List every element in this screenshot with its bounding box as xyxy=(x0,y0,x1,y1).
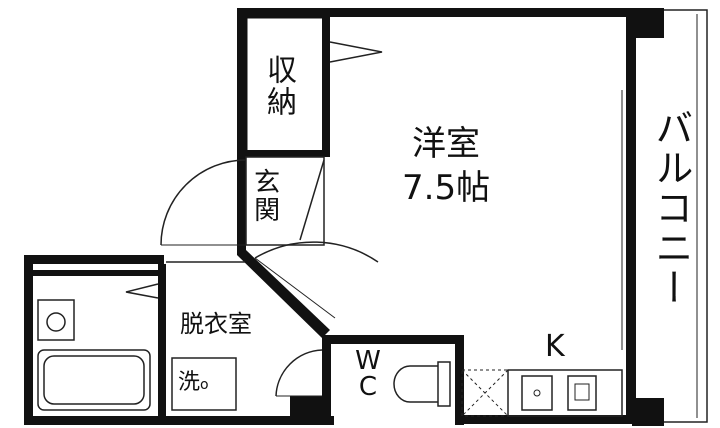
bath-wall-left xyxy=(24,255,33,425)
main-room-size: 7.5帖 xyxy=(402,168,491,209)
storage-label: 収納 xyxy=(261,54,296,118)
storage-wall-bottom xyxy=(246,150,330,157)
kitchen-counter xyxy=(507,369,623,417)
wc-wall-top xyxy=(322,335,458,344)
sink-bowl xyxy=(46,312,66,332)
balcony-label: バルコニー xyxy=(648,108,693,308)
bathtub xyxy=(37,349,151,411)
washer-label: 洗o xyxy=(178,372,209,394)
entrance-inner-door xyxy=(299,159,325,241)
dressing-room-label: 脱衣室 xyxy=(180,310,252,338)
kitchen-sink-drain xyxy=(533,389,541,397)
kitchen-label: K xyxy=(545,329,565,364)
entrance-door-arc xyxy=(160,159,247,246)
wc-wall-bottom-black xyxy=(290,396,330,424)
toilet-tank xyxy=(437,361,451,407)
wc-label: W C xyxy=(348,348,388,400)
storage-wall-right xyxy=(322,17,330,157)
sink xyxy=(37,299,75,341)
wc-door-arc xyxy=(275,349,323,397)
diagonal-wall xyxy=(237,250,330,338)
stove xyxy=(567,375,597,411)
wall-right xyxy=(626,8,636,422)
washer-text: 洗 xyxy=(178,370,201,395)
fridge-x2 xyxy=(461,369,509,417)
washer-area xyxy=(171,357,237,411)
stove-burner xyxy=(574,383,590,401)
wc-line1: W xyxy=(355,346,381,376)
bath-wall-mid xyxy=(158,264,166,416)
bathtub-inner xyxy=(43,355,145,405)
wall-bottom-right xyxy=(455,415,635,424)
wall-corner-se xyxy=(632,398,664,426)
entrance-label: 玄関 xyxy=(249,168,280,224)
bath-wall-bottom xyxy=(24,416,334,425)
wall-corner-ne xyxy=(632,8,664,38)
washer-mark: o xyxy=(200,377,209,393)
main-room-label: 洋室 7.5帖 xyxy=(402,122,490,210)
dressing-door-arc xyxy=(254,241,379,263)
main-room-name: 洋室 xyxy=(412,124,481,164)
storage-door-swing xyxy=(329,41,383,63)
bath-inner-top xyxy=(33,270,158,276)
wc-line2: C xyxy=(358,372,378,402)
wc-wall-right xyxy=(455,335,464,425)
bath-wall-top xyxy=(24,255,164,264)
kitchen-sink xyxy=(521,375,553,411)
wall-left-upper xyxy=(237,8,246,255)
dressing-door-leaf xyxy=(254,257,336,319)
wall-top xyxy=(237,8,637,17)
toilet-bowl xyxy=(393,365,438,403)
wc-wall-left xyxy=(322,335,331,425)
bath-door-swing xyxy=(125,283,159,299)
